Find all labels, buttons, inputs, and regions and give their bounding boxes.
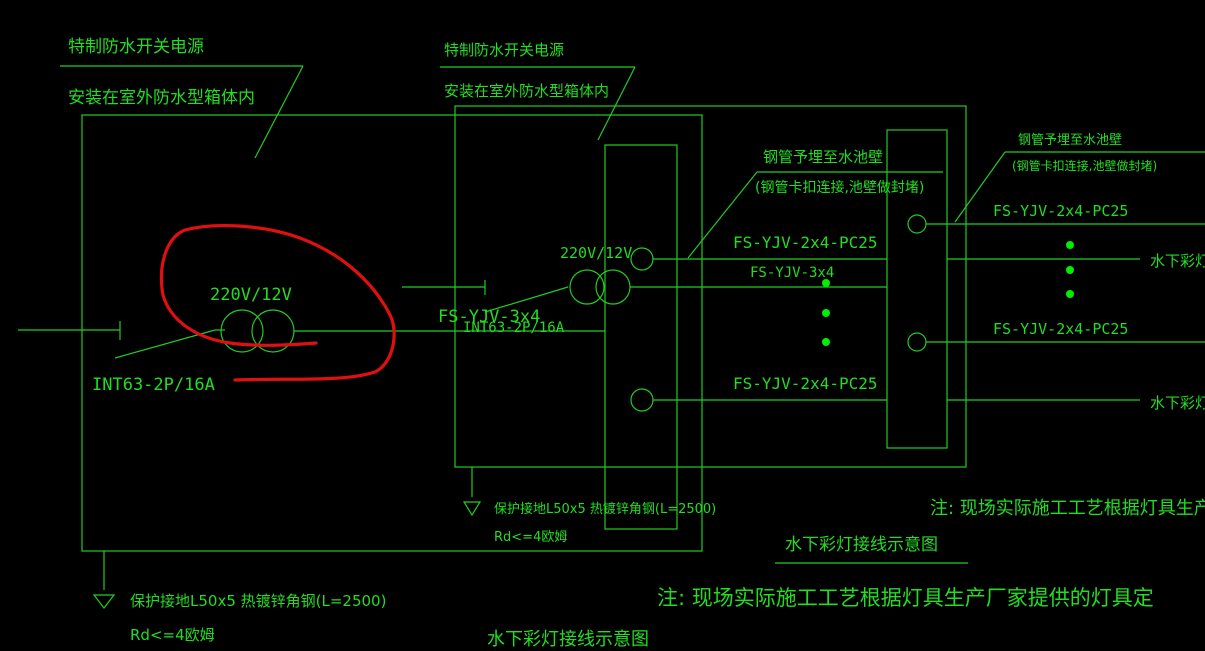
far-cable-top-label: FS-YJV-2x4-PC25 bbox=[993, 202, 1128, 220]
right-terminal-top bbox=[630, 247, 654, 271]
right-note: 注: 现场实际施工工艺根据灯具生产厂家提供的灯具定 bbox=[657, 586, 1154, 610]
ellipsis-dot-3 bbox=[822, 338, 830, 346]
right-transformer-primary bbox=[569, 269, 605, 305]
right-title: 特制防水开关电源 bbox=[444, 41, 564, 59]
left-diagram: 特制防水开关电源 安装在室外防水型箱体内 INT63-2P/16A 220V/1… bbox=[18, 37, 703, 650]
pipe-label: 钢管予埋至水池壁 bbox=[763, 148, 883, 166]
left-enclosure-box bbox=[81, 114, 703, 552]
right-leader bbox=[597, 66, 636, 141]
far-dot-3 bbox=[1066, 290, 1074, 298]
pipe-note: (钢管卡扣连接,池壁做封堵) bbox=[755, 179, 924, 196]
left-rd-label: Rd<=4欧姆 bbox=[130, 626, 215, 644]
right-ground-label: 保护接地L50x5 热镀锌角钢(L=2500) bbox=[494, 501, 716, 517]
right-terminal-box bbox=[604, 144, 678, 530]
right-rd-label: Rd<=4欧姆 bbox=[494, 530, 567, 545]
right-breaker-blade bbox=[484, 286, 569, 313]
left-ground-icon bbox=[92, 594, 116, 609]
right-voltage-label: 220V/12V bbox=[560, 244, 632, 262]
far-cable-bot-label: FS-YJV-2x4-PC25 bbox=[993, 320, 1128, 338]
right-cable-bot-label: FS-YJV-2x4-PC25 bbox=[733, 374, 878, 393]
left-transformer-primary bbox=[220, 309, 264, 353]
right-junction-box bbox=[886, 129, 948, 449]
right-cable-mid-label: FS-YJV-3x4 bbox=[750, 265, 834, 281]
red-markup-annotation bbox=[159, 223, 396, 382]
right-install-text: 安装在室外防水型箱体内 bbox=[444, 82, 609, 100]
left-leader bbox=[254, 65, 304, 159]
far-dot-1 bbox=[1066, 241, 1074, 249]
lamp-label-bottom: 水下彩灯 bbox=[1150, 394, 1205, 412]
ellipsis-dot-1 bbox=[822, 279, 830, 287]
junction-terminal-bottom bbox=[907, 332, 927, 352]
far-pipe-label: 钢管予埋至水池壁 bbox=[1018, 133, 1122, 148]
right-note-partial: 注: 现场实际施工工艺根据灯具生产厂家提 bbox=[930, 498, 1205, 519]
junction-terminal-top bbox=[907, 214, 927, 234]
right-breaker-label: INT63-2P/16A bbox=[463, 320, 565, 336]
far-dot-2 bbox=[1066, 266, 1074, 274]
lamp-label-top: 水下彩灯 bbox=[1150, 252, 1205, 270]
left-voltage-label: 220V/12V bbox=[210, 285, 292, 305]
right-ground-icon bbox=[462, 501, 482, 517]
right-cable-top-label: FS-YJV-2x4-PC25 bbox=[733, 233, 878, 252]
right-feeder-label: FS-YJV-3x4 bbox=[438, 307, 540, 327]
left-caption: 水下彩灯接线示意图 bbox=[487, 629, 649, 650]
far-pipe-leader bbox=[954, 151, 1006, 223]
far-pipe-note: (钢管卡扣连接,池壁做封堵) bbox=[1012, 158, 1157, 173]
left-breaker-label: INT63-2P/16A bbox=[92, 375, 215, 395]
left-install-text: 安装在室外防水型箱体内 bbox=[68, 88, 255, 108]
right-transformer-secondary bbox=[595, 269, 631, 305]
pipe-leader bbox=[687, 171, 758, 259]
left-title: 特制防水开关电源 bbox=[68, 37, 204, 57]
left-ground-label: 保护接地L50x5 热镀锌角钢(L=2500) bbox=[130, 592, 386, 610]
ellipsis-dot-2 bbox=[822, 309, 830, 317]
right-terminal-bottom bbox=[630, 388, 654, 412]
right-diagram: 特制防水开关电源 安装在室外防水型箱体内 FS-YJV-3x4 INT63-2P… bbox=[402, 41, 1205, 610]
right-caption: 水下彩灯接线示意图 bbox=[785, 535, 938, 555]
